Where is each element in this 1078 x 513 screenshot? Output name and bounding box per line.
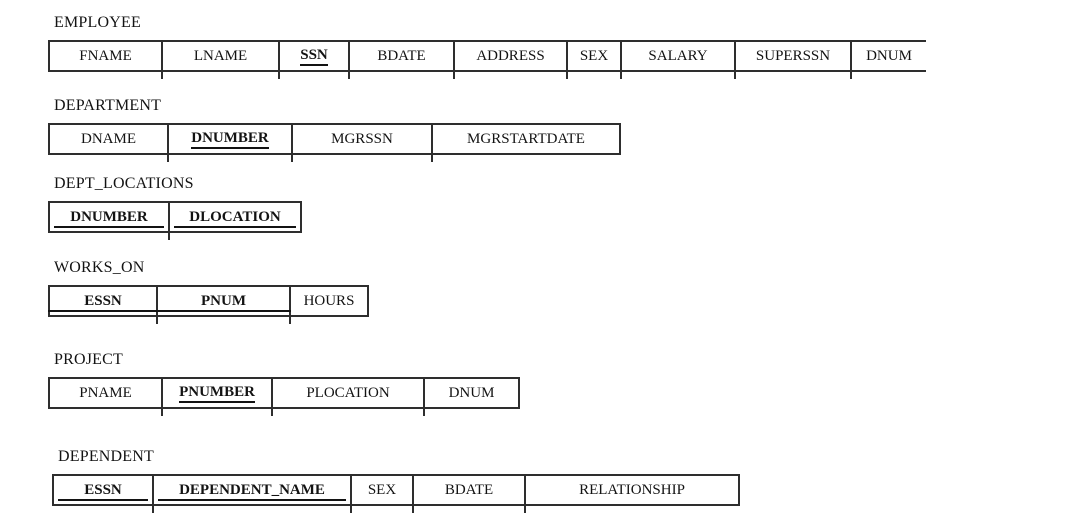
relation-header-row: ESSN PNUM HOURS [48, 285, 369, 324]
attribute-label: ADDRESS [476, 47, 545, 64]
relation-dept_locations: DEPT_LOCATIONS DNUMBER DLOCATION [48, 174, 1078, 240]
relation-header-row: ESSN DEPENDENT_NAME SEX BDATE RELATIONSHIP [52, 474, 740, 513]
attribute-label: SUPERSSN [755, 47, 831, 64]
relation-header-row: PNAME PNUMBER PLOCATION DNUM [48, 377, 520, 416]
attribute-cell: RELATIONSHIP [526, 476, 738, 504]
attribute-label: MGRSTARTDATE [467, 130, 585, 147]
attribute-label: MGRSSN [331, 130, 393, 147]
attribute-label: DNUMBER [191, 130, 269, 149]
attribute-cell: MGRSSN [293, 125, 433, 162]
attribute-label: PNUMBER [179, 384, 255, 403]
attribute-cell: BDATE [414, 476, 526, 513]
attribute-cell: DNAME [50, 125, 169, 162]
relation-title: DEPT_LOCATIONS [54, 175, 194, 192]
relation-title: DEPENDENT [58, 448, 155, 465]
attribute-cell: DEPENDENT_NAME [154, 476, 352, 513]
attribute-label: DEPENDENT_NAME [179, 481, 325, 498]
attribute-label: SALARY [648, 47, 708, 64]
attribute-cell: DNUM [425, 379, 518, 407]
attribute-label: SEX [579, 47, 609, 64]
relation-works_on: WORKS_ON ESSN PNUM HOURS [48, 258, 1078, 324]
relation-title: PROJECT [54, 351, 123, 368]
attribute-cell: DNUMBER [169, 125, 293, 162]
attribute-label: DLOCATION [189, 208, 281, 225]
attribute-cell: ESSN [48, 287, 158, 324]
attribute-cell: LNAME [163, 42, 280, 79]
attribute-cell: SSN [280, 42, 350, 79]
relation-department: DEPARTMENT DNAME DNUMBER MGRSSN MGRSTARTDATE [48, 96, 1078, 162]
attribute-cell: DNUMBER [50, 203, 170, 240]
attribute-cell: SEX [568, 42, 622, 79]
attribute-label: DNUM [448, 384, 495, 401]
attribute-label: FNAME [79, 47, 132, 64]
relation-title: DEPARTMENT [54, 97, 162, 114]
attribute-label: LNAME [193, 47, 248, 64]
attribute-cell: PLOCATION [273, 379, 425, 416]
attribute-cell: DLOCATION [170, 203, 300, 231]
relation-header-row: DNAME DNUMBER MGRSSN MGRSTARTDATE [48, 123, 621, 162]
attribute-cell: SEX [352, 476, 414, 513]
attribute-cell: FNAME [50, 42, 163, 79]
attribute-label: BDATE [444, 481, 494, 498]
relation-dependent: DEPENDENT ESSN DEPENDENT_NAME SEX BDATE RELAT… [52, 447, 1078, 513]
attribute-cell: ADDRESS [455, 42, 568, 79]
attribute-cell: DNUM [852, 42, 926, 70]
relation-header-row: FNAME LNAME SSN BDATE ADDRESS SEX SALARY SUPERS… [48, 40, 926, 79]
attribute-label: PNUM [201, 292, 246, 309]
attribute-cell: SALARY [622, 42, 736, 79]
attribute-label: DNUMBER [70, 208, 148, 225]
attribute-cell: HOURS [291, 287, 367, 315]
attribute-cell: PNUMBER [163, 379, 273, 416]
attribute-label: PNAME [79, 384, 132, 401]
relation-employee: EMPLOYEE FNAME LNAME SSN BDATE ADDRESS SEX SALA… [48, 13, 1078, 79]
attribute-label: RELATIONSHIP [579, 481, 685, 498]
attribute-cell: PNUM [156, 287, 291, 324]
attribute-cell: MGRSTARTDATE [433, 125, 619, 153]
attribute-label: ESSN [84, 481, 122, 498]
attribute-cell: ESSN [54, 476, 154, 513]
relation-title: EMPLOYEE [54, 14, 141, 31]
attribute-label: DNUM [866, 47, 912, 64]
attribute-cell: BDATE [350, 42, 455, 79]
attribute-label: HOURS [303, 292, 355, 309]
attribute-label: BDATE [377, 47, 426, 64]
attribute-cell: SUPERSSN [736, 42, 852, 79]
attribute-label: PLOCATION [306, 384, 390, 401]
attribute-label: DNAME [81, 130, 136, 147]
attribute-label: ESSN [84, 292, 122, 309]
attribute-label: SEX [367, 481, 397, 498]
attribute-cell: PNAME [50, 379, 163, 416]
relation-title: WORKS_ON [54, 259, 145, 276]
relation-header-row: DNUMBER DLOCATION [48, 201, 302, 240]
relation-project: PROJECT PNAME PNUMBER PLOCATION DNUM [48, 350, 1078, 416]
attribute-label: SSN [300, 47, 328, 66]
